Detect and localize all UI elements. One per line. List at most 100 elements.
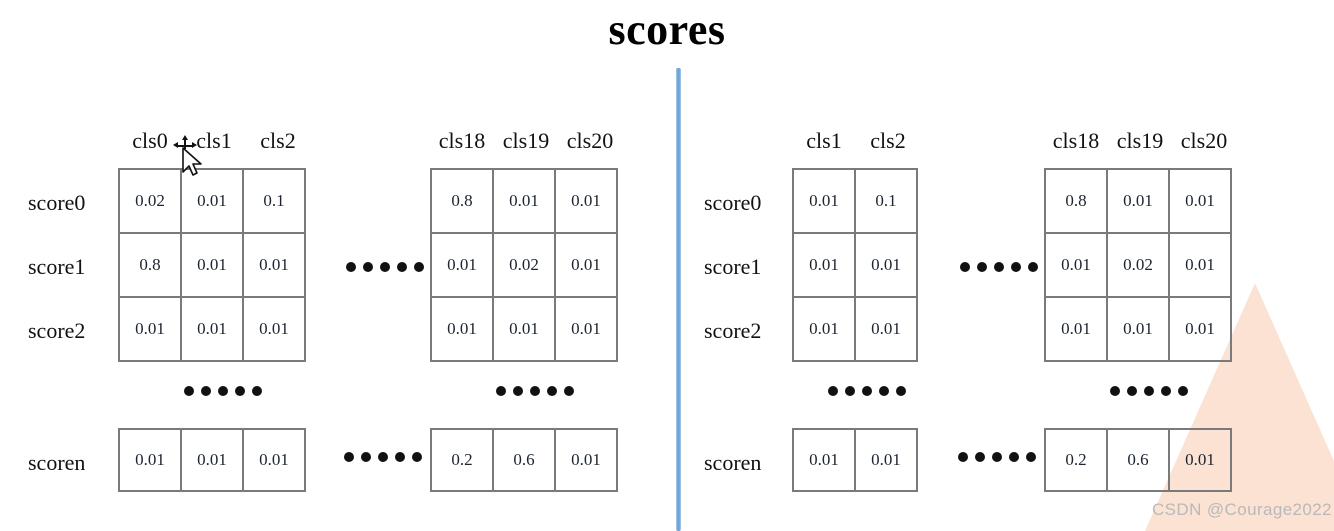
left-row-label-score2: score2 bbox=[28, 318, 86, 343]
left-grid-last-classes: 0.8 0.01 0.01 0.01 0.02 0.01 0.01 0.01 0… bbox=[430, 168, 618, 362]
cell: 0.1 bbox=[856, 170, 918, 234]
cell: 0.02 bbox=[494, 234, 556, 298]
watermark-text: CSDN @Courage2022 bbox=[1152, 500, 1332, 519]
right-col-header-2: cls2 bbox=[870, 128, 906, 153]
cell: 0.01 bbox=[494, 170, 556, 234]
cell: 0.02 bbox=[120, 170, 182, 234]
cell: 0.01 bbox=[182, 170, 244, 234]
move-pointer-cursor bbox=[173, 135, 202, 176]
left-ellipsis-rows-b bbox=[496, 386, 574, 396]
left-row-label-score1: score1 bbox=[28, 254, 86, 279]
right-ellipsis-horizontal-upper bbox=[960, 262, 1038, 272]
right-grid-first-classes: 0.01 0.1 0.01 0.01 0.01 0.01 bbox=[792, 168, 918, 362]
right-col-header-19: cls19 bbox=[1116, 128, 1164, 153]
table-row: 0.8 0.01 0.01 bbox=[1046, 170, 1232, 234]
right-grid-last-classes: 0.8 0.01 0.01 0.01 0.02 0.01 0.01 0.01 0… bbox=[1044, 168, 1232, 362]
left-grid-last-row-last-classes: 0.2 0.6 0.01 bbox=[430, 428, 618, 492]
cell: 0.2 bbox=[432, 430, 494, 492]
table-row: 0.8 0.01 0.01 bbox=[120, 234, 306, 298]
cell: 0.01 bbox=[244, 298, 306, 362]
cell: 0.01 bbox=[794, 430, 856, 492]
page-title: scores bbox=[608, 5, 726, 54]
right-grid-last-row-last-classes: 0.2 0.6 0.01 bbox=[1044, 428, 1232, 492]
right-ellipsis-rows-a bbox=[828, 386, 906, 396]
left-col-header-20: cls20 bbox=[566, 128, 614, 153]
cell: 0.01 bbox=[432, 234, 494, 298]
right-col-header-1: cls1 bbox=[806, 128, 842, 153]
cell: 0.6 bbox=[494, 430, 556, 492]
cell: 0.01 bbox=[1046, 234, 1108, 298]
left-ellipsis-horizontal-upper bbox=[346, 262, 424, 272]
table-row: 0.01 0.02 0.01 bbox=[1046, 234, 1232, 298]
cell: 0.01 bbox=[1108, 298, 1170, 362]
table-row: 0.01 0.01 0.01 bbox=[120, 298, 306, 362]
left-grid-first-classes: 0.02 0.01 0.1 0.8 0.01 0.01 0.01 0.01 0.… bbox=[118, 168, 306, 362]
left-col-header-18: cls18 bbox=[438, 128, 486, 153]
table-row: 0.01 0.02 0.01 bbox=[432, 234, 618, 298]
cell: 0.01 bbox=[244, 430, 306, 492]
table-row: 0.01 0.1 bbox=[794, 170, 918, 234]
cell: 0.01 bbox=[856, 430, 918, 492]
cell: 0.01 bbox=[556, 234, 618, 298]
cell: 0.01 bbox=[1170, 234, 1232, 298]
left-row-label-scoren: scoren bbox=[28, 450, 86, 475]
left-col-header-0: cls0 bbox=[132, 128, 168, 153]
cell: 0.8 bbox=[1046, 170, 1108, 234]
cell: 0.1 bbox=[244, 170, 306, 234]
cell: 0.01 bbox=[120, 298, 182, 362]
left-col-header-1: cls1 bbox=[196, 128, 232, 153]
left-grid-last-row-first-classes: 0.01 0.01 0.01 bbox=[118, 428, 306, 492]
right-panel: cls1 cls2 cls18 cls19 cls20 score0 score… bbox=[676, 0, 1334, 531]
cell: 0.01 bbox=[556, 430, 618, 492]
panel-divider bbox=[676, 68, 681, 531]
table-row: 0.01 0.01 bbox=[794, 298, 918, 362]
left-row-label-score0: score0 bbox=[28, 190, 86, 215]
table-row: 0.02 0.01 0.1 bbox=[120, 170, 306, 234]
cell: 0.01 bbox=[120, 430, 182, 492]
right-row-label-score2: score2 bbox=[704, 318, 762, 343]
table-row: 0.01 0.01 0.01 bbox=[120, 430, 306, 492]
left-panel: cls0 cls1 cls2 cls18 cls19 cls20 score0 … bbox=[28, 128, 618, 492]
cell: 0.01 bbox=[1170, 430, 1232, 492]
cell: 0.8 bbox=[432, 170, 494, 234]
cell: 0.02 bbox=[1108, 234, 1170, 298]
cell: 0.01 bbox=[794, 234, 856, 298]
table-row: 0.01 0.01 bbox=[794, 234, 918, 298]
table-row: 0.01 0.01 0.01 bbox=[1046, 298, 1232, 362]
cell: 0.01 bbox=[182, 298, 244, 362]
right-col-header-18: cls18 bbox=[1052, 128, 1100, 153]
cell: 0.01 bbox=[244, 234, 306, 298]
cell: 0.01 bbox=[182, 234, 244, 298]
cell: 0.01 bbox=[1170, 170, 1232, 234]
cell: 0.01 bbox=[794, 170, 856, 234]
cell: 0.01 bbox=[1170, 298, 1232, 362]
right-row-label-score0: score0 bbox=[704, 190, 762, 215]
left-ellipsis-horizontal-lower bbox=[344, 452, 422, 462]
right-grid-last-row-first-classes: 0.01 0.01 bbox=[792, 428, 918, 492]
cell: 0.01 bbox=[182, 430, 244, 492]
cell: 0.01 bbox=[1108, 170, 1170, 234]
cell: 0.01 bbox=[494, 298, 556, 362]
left-col-header-19: cls19 bbox=[502, 128, 550, 153]
cell: 0.01 bbox=[1046, 298, 1108, 362]
cell: 0.01 bbox=[432, 298, 494, 362]
cell: 0.01 bbox=[794, 298, 856, 362]
right-ellipsis-horizontal-lower bbox=[958, 452, 1036, 462]
table-row: 0.8 0.01 0.01 bbox=[432, 170, 618, 234]
cell: 0.01 bbox=[556, 170, 618, 234]
left-col-header-2: cls2 bbox=[260, 128, 296, 153]
table-row: 0.01 0.01 0.01 bbox=[432, 298, 618, 362]
right-col-header-20: cls20 bbox=[1180, 128, 1228, 153]
right-row-label-scoren: scoren bbox=[704, 450, 762, 475]
cell: 0.2 bbox=[1046, 430, 1108, 492]
cell: 0.8 bbox=[120, 234, 182, 298]
cell: 0.6 bbox=[1108, 430, 1170, 492]
right-row-label-score1: score1 bbox=[704, 254, 762, 279]
right-ellipsis-rows-b bbox=[1110, 386, 1188, 396]
table-row: 0.2 0.6 0.01 bbox=[432, 430, 618, 492]
left-ellipsis-rows-a bbox=[184, 386, 262, 396]
cell: 0.01 bbox=[556, 298, 618, 362]
table-row: 0.01 0.01 bbox=[794, 430, 918, 492]
cell: 0.01 bbox=[856, 234, 918, 298]
